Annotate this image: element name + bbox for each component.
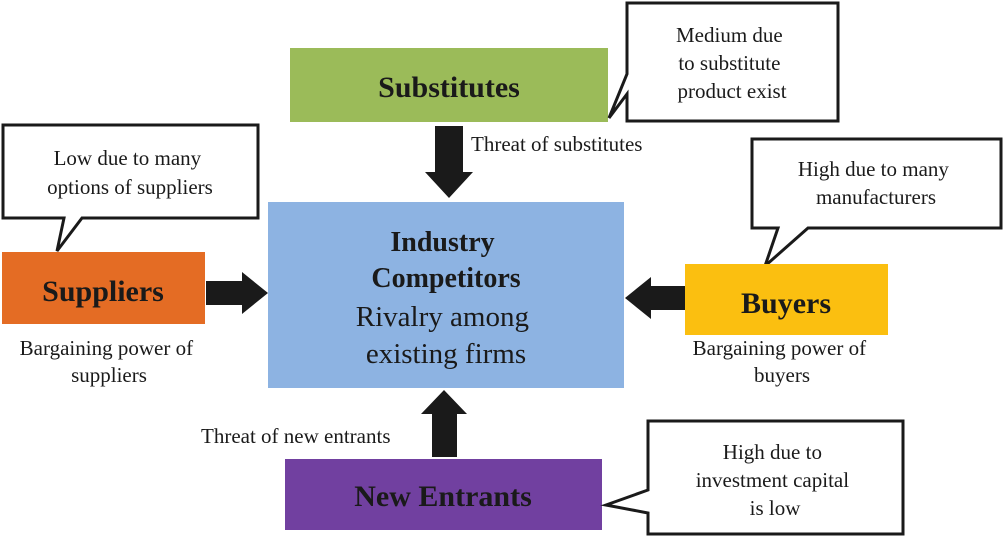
buyers-label: Bargaining power of buyers: [693, 336, 872, 387]
substitutes-box: [290, 48, 608, 122]
substitutes-callout-text: Medium due to substitute product exist: [676, 23, 788, 103]
buyers-arrow: [625, 277, 685, 319]
suppliers-title: Suppliers: [42, 275, 164, 308]
suppliers-callout: [1, 123, 260, 252]
industry-title: Industry Competitors: [371, 227, 520, 294]
substitutes-arrow: [425, 126, 473, 198]
new-entrants-callout: [600, 419, 905, 536]
substitutes-threat-label: Threat of substitutes: [471, 132, 642, 156]
suppliers-arrow: [206, 272, 268, 314]
buyers-callout: [750, 137, 1003, 271]
industry-subtitle: Rivalry among existing firms: [356, 301, 536, 370]
buyers-box: [685, 264, 888, 335]
buyers-title: Buyers: [741, 287, 831, 320]
suppliers-box: [2, 252, 205, 324]
new-entrants-box: [285, 459, 602, 530]
substitutes-callout: [607, 1, 840, 123]
suppliers-label: Bargaining power of suppliers: [20, 336, 199, 387]
substitutes-title: Substitutes: [378, 71, 520, 104]
new-entrants-callout-text: High due to investment capital is low: [696, 440, 855, 520]
new-entrants-threat-label: Threat of new entrants: [201, 424, 391, 448]
buyers-callout-text: High due to many manufacturers: [798, 157, 954, 209]
new-entrants-arrow: [421, 390, 467, 457]
suppliers-callout-text: Low due to many options of suppliers: [47, 146, 213, 199]
new-entrants-title: New Entrants: [354, 480, 532, 513]
industry-competitors-box: [268, 202, 624, 388]
